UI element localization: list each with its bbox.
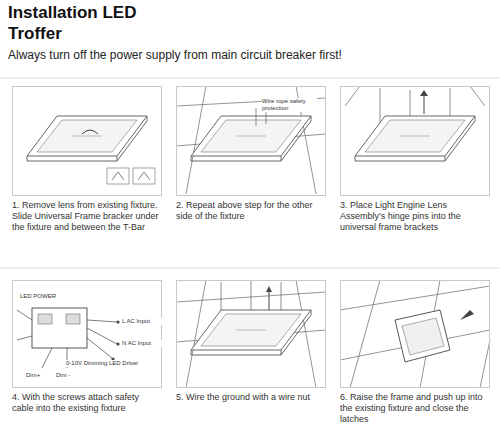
- step-panel: 4. With the screws attach safety cable i…: [12, 280, 162, 414]
- terminal-label: N AC Input: [122, 340, 162, 347]
- step-panel: 1. Remove lens from existing fixture. Sl…: [12, 86, 162, 233]
- step-caption: 5. Wire the ground with a wire nut: [176, 392, 326, 403]
- page-title: Installation LED Troffer: [8, 2, 138, 44]
- board-label: LED POWER: [20, 293, 80, 300]
- illustration-frame: [340, 280, 490, 388]
- illustration-frame: [176, 280, 326, 388]
- step-caption: 1. Remove lens from existing fixture. Sl…: [12, 200, 162, 233]
- step-panel: 6. Raise the frame and push up into the …: [340, 280, 490, 425]
- wire-label: Dim -: [56, 372, 78, 379]
- terminal-label: L AC Input: [122, 318, 162, 325]
- step-caption: 2. Repeat above step for the other side …: [176, 200, 326, 222]
- callout-label: Wire rope safety protection: [262, 98, 317, 112]
- step-caption: 6. Raise the frame and push up into the …: [340, 392, 490, 425]
- step-panel: 5. Wire the ground with a wire nut: [176, 280, 326, 403]
- wire-label: Dim+: [26, 372, 48, 379]
- step-panel: 3. Place Light Engine Lens Assembly's hi…: [340, 86, 490, 233]
- step-caption: 4. With the screws attach safety cable i…: [12, 392, 162, 414]
- warning-note: Always turn off the power supply from ma…: [8, 48, 488, 62]
- illustration-frame: [340, 86, 490, 196]
- driver-label: 0-10V Dimming LED Driver: [66, 360, 156, 367]
- illustration-frame: [12, 86, 162, 196]
- step-caption: 3. Place Light Engine Lens Assembly's hi…: [340, 200, 490, 233]
